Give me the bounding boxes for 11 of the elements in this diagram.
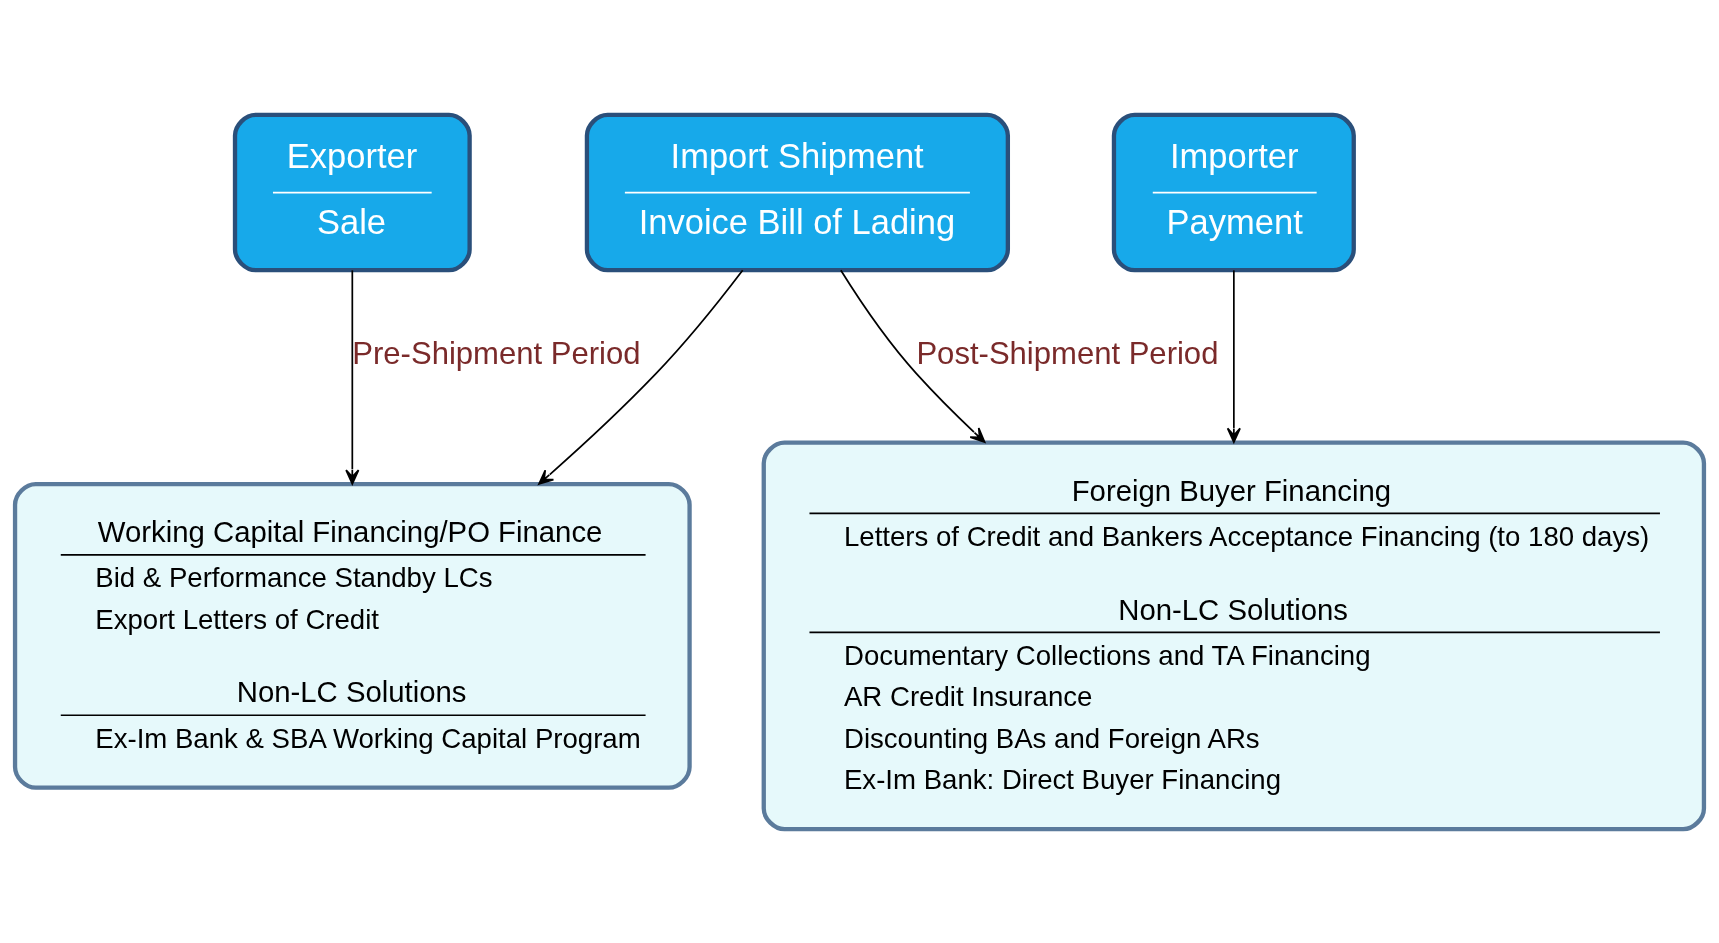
- edge-label: Pre-Shipment Period: [352, 335, 641, 371]
- edge-label: Post-Shipment Period: [916, 335, 1219, 371]
- arrow: [538, 268, 744, 485]
- node-box: Working Capital Financing/PO Finance Bid & Performance Standby LCs Export Letters of Credit Non-LC Solutions Ex-Im Bank & SBA Working Capital Program: [12, 481, 692, 790]
- node-box: Exporter Sale: [232, 112, 472, 272]
- arrow: [839, 268, 986, 443]
- node-box: Import Shipment Invoice Bill of Lading: [584, 112, 1010, 272]
- node-box: Importer Payment: [1111, 112, 1356, 272]
- arrow: [345, 269, 360, 485]
- arrow: [1226, 269, 1241, 443]
- node-box: Foreign Buyer Financing Letters of Credit and Bankers Acceptance Financing (to 180 days) Non-LC Solutions Documentary Collections and TA Financing AR Credit Insurance Discounting BAs and Foreign ARs Ex-Im Bank: Direct Buyer Financing: [761, 440, 1707, 831]
